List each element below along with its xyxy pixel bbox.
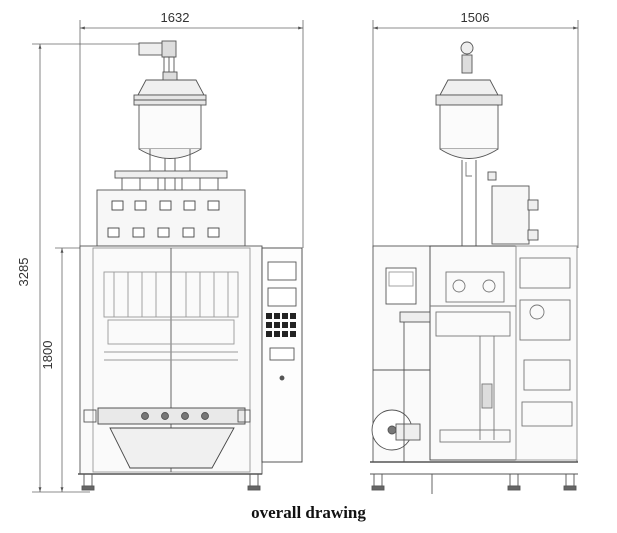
side-motor-box	[491, 185, 530, 245]
total-height-label: 3285	[16, 258, 31, 287]
control-keypad	[266, 313, 296, 337]
control-screen-bottom	[267, 287, 297, 307]
front-width-label: 1632	[161, 10, 190, 25]
side-mechanism	[430, 257, 573, 443]
front-view	[78, 40, 303, 491]
pump-box-windows	[107, 200, 220, 238]
front-sealing-bar	[97, 407, 246, 425]
side-tank	[435, 79, 503, 248]
side-width-label: 1506	[461, 10, 490, 25]
side-gauge-icon	[460, 41, 474, 55]
front-motor	[138, 40, 177, 80]
front-forming-section	[103, 271, 239, 361]
control-screen-top	[267, 261, 297, 281]
front-tank	[133, 71, 207, 195]
front-pump-box	[96, 189, 246, 247]
dimension-lines	[32, 20, 579, 493]
front-manifold	[114, 170, 228, 179]
front-outlet-chute	[109, 427, 235, 469]
figure-caption: overall drawing	[251, 503, 366, 522]
lower-height-label: 1800	[40, 341, 55, 370]
side-film-roll	[371, 311, 431, 462]
side-view	[370, 41, 578, 494]
